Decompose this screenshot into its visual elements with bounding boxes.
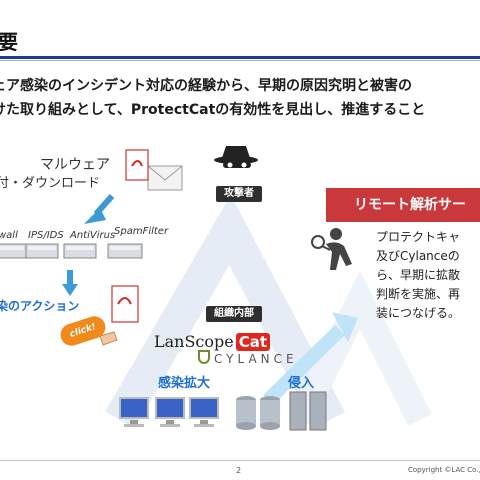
pc-monitor-icon-3: [189, 397, 219, 427]
firewall-label: wall: [0, 230, 18, 241]
download-label: 付・ダウンロード: [0, 176, 101, 191]
pdf-doc-icon-bottom: [111, 285, 139, 323]
lead-line-1: ェア感染のインシデント対応の経験から、早期の原因究明と被害の: [0, 78, 412, 94]
database-icon: [236, 396, 256, 430]
invasion-label: 侵入: [288, 376, 315, 391]
device-arrow-head: [62, 284, 78, 296]
antivirus-device-icon: [63, 243, 97, 259]
inside-org-badge: 組織内部: [206, 306, 262, 322]
envelope-icon: [147, 165, 183, 191]
remote-line-3: ら、早期に拡散: [376, 268, 461, 282]
pc-monitor-icon: [119, 397, 149, 427]
pdf-doc-icon-top: [125, 149, 149, 181]
remote-line-4: 判断を実施、再: [376, 287, 461, 301]
spamfilter-label: SpamFilter: [114, 226, 169, 237]
hand-pointer-icon: [99, 331, 118, 346]
header-divider: [0, 56, 480, 59]
analyst-magnifier-icon: [311, 228, 352, 270]
lead-line-3: 。: [0, 122, 480, 146]
lead-line-2: けた取り組みとして、ProtectCatの有効性を見出し、推進すること: [0, 102, 426, 118]
ipsids-device-icon: [25, 243, 59, 259]
footer-divider: [0, 460, 480, 461]
remote-analysis-box: リモート解析サー: [326, 188, 480, 222]
flow-arrow-shaft: [263, 324, 345, 406]
malware-label: マルウェア: [40, 157, 110, 173]
spamfilter-device-icon: [107, 243, 143, 259]
server-tower-icon: [289, 391, 327, 431]
lanscope-logo-text: LanScope: [154, 332, 234, 351]
spread-label: 感染拡大: [158, 376, 211, 391]
flow-arrow-head: [332, 312, 358, 342]
attacker-spy-icon: [214, 146, 258, 168]
cylance-logo-text: CYLANCE: [214, 352, 298, 366]
watermark-shape: [105, 194, 346, 429]
envelope-flap: [147, 165, 183, 181]
attacker-badge: 攻撃者: [216, 186, 262, 202]
cat-logo-badge: Cat: [235, 333, 271, 351]
copyright-text: Copyright ©LAC Co., Lt: [408, 466, 480, 474]
database-icon-2: [260, 396, 280, 430]
page-number: 2: [236, 466, 242, 475]
infection-action-label: 染のアクション: [0, 299, 80, 313]
firewall-device-icon: [0, 243, 27, 259]
remote-line-1: プロテクトキャ: [376, 230, 461, 244]
ipsids-label: IPS/IDS: [28, 230, 64, 241]
pdf-acrobat-mark-2: [117, 297, 132, 305]
pdf-acrobat-mark: [131, 160, 143, 167]
antivirus-label: AntiVirus: [70, 230, 116, 241]
remote-analysis-text: プロテクトキャ 及びCylanceの ら、早期に拡散 判断を実施、再 装につなげ…: [376, 228, 460, 323]
page-title: 要: [0, 30, 19, 54]
lead-paragraph: ェア感染のインシデント対応の経験から、早期の原因究明と被害の けた取り組みとして…: [0, 74, 480, 146]
remote-line-5: 装につなげる。: [376, 306, 461, 320]
header-divider-thin: [0, 60, 480, 61]
watermark-shape-2: [288, 270, 432, 426]
cylance-logo-icon: [198, 350, 210, 364]
pc-monitor-icon-2: [155, 397, 185, 427]
remote-line-2: 及びCylanceの: [376, 249, 460, 263]
mail-arrow-head: [84, 208, 106, 224]
